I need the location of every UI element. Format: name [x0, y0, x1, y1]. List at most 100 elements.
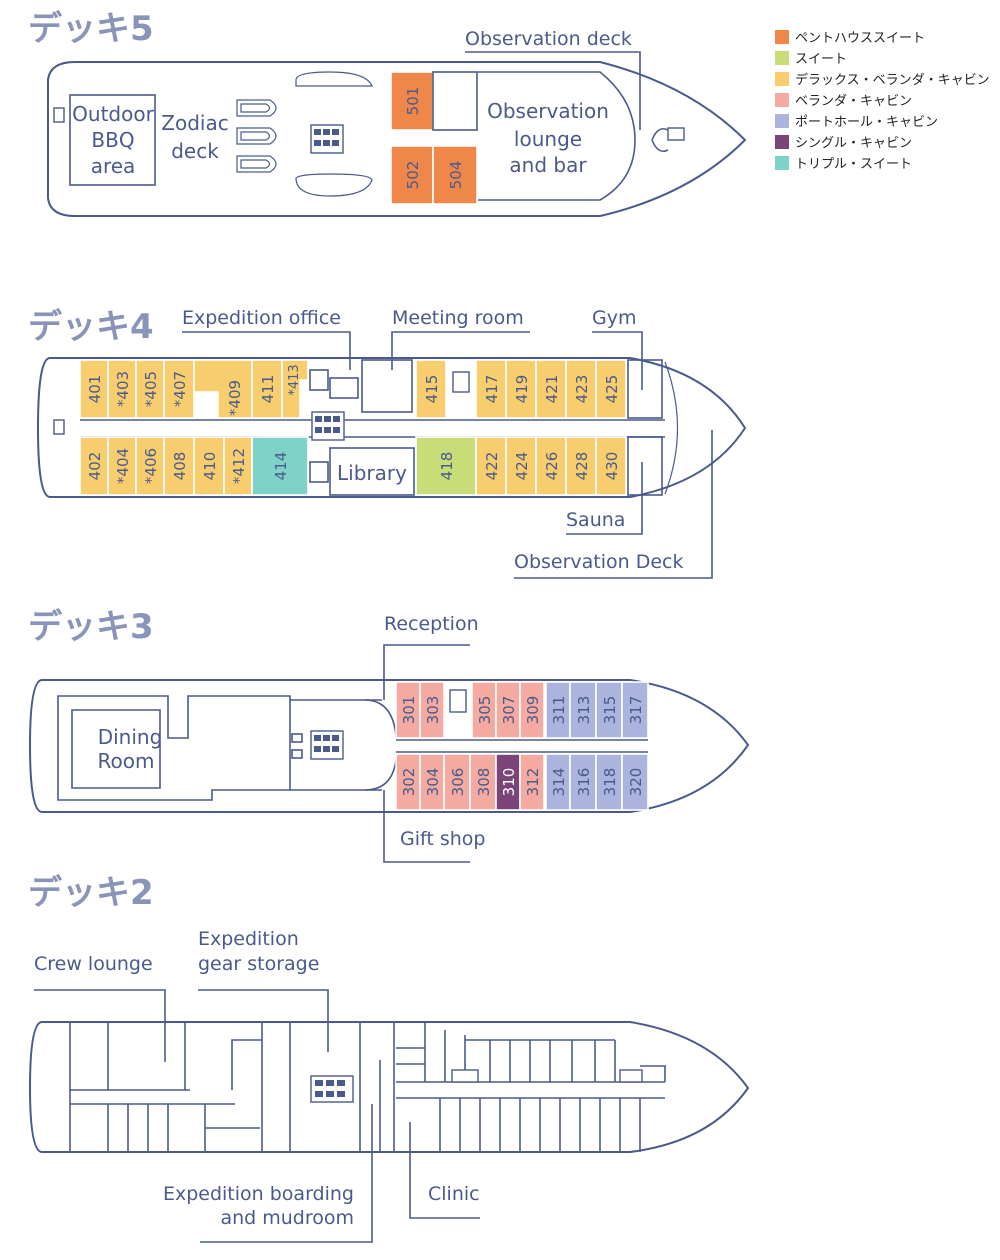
deck-4-bottom-right-cabins: 418 422 424 426 428 430	[415, 436, 663, 496]
legend-label-single: シングル・キャビン	[795, 136, 912, 151]
cabin-315-label: 315	[601, 696, 619, 725]
cabin-303[interactable]	[419, 681, 445, 739]
dining-label-1: Dining	[98, 725, 163, 749]
cabin-411[interactable]	[251, 359, 283, 419]
cabin-308[interactable]	[469, 753, 497, 811]
cabin-309-label: 309	[524, 696, 542, 725]
deck-2: デッキ2	[28, 873, 750, 1243]
deck-5-hull	[47, 61, 747, 217]
cabin-411-label: 411	[259, 375, 277, 404]
gym-pointer	[592, 331, 643, 390]
cabin-426[interactable]	[535, 436, 567, 496]
cabin-406-label: *406	[142, 448, 160, 484]
cabin-422[interactable]	[475, 436, 507, 496]
cabin-418-label: 418	[438, 452, 456, 481]
observation-deck-label: Observation deck	[465, 28, 632, 50]
cabin-317[interactable]	[621, 681, 649, 739]
cabin-414[interactable]	[251, 436, 309, 496]
lifeboat	[295, 173, 373, 197]
cabin-404[interactable]	[107, 436, 137, 496]
cabin-320[interactable]	[621, 753, 649, 811]
legend-swatch-single	[775, 135, 789, 149]
cabin-419-label: 419	[513, 375, 531, 404]
legend-label-veranda: ベランダ・キャビン	[795, 94, 912, 109]
cabin-316-label: 316	[575, 768, 593, 797]
reception-pointer	[383, 644, 470, 700]
gear-storage-pointer	[198, 989, 329, 1052]
elevator-block	[310, 730, 344, 760]
cabin-424-label: 424	[513, 452, 531, 481]
observation-deck-pointer	[465, 51, 641, 130]
cabin-309[interactable]	[519, 681, 545, 739]
cabin-504[interactable]	[432, 145, 478, 205]
cabin-318[interactable]	[595, 753, 623, 811]
legend-label-deluxe-veranda: デラックス・ベランダ・キャビン	[795, 72, 990, 88]
cabin-428[interactable]	[565, 436, 597, 496]
sauna-label: Sauna	[566, 509, 625, 531]
cabin-320-label: 320	[627, 768, 645, 797]
legend: ペントハウススイート スイート デラックス・ベランダ・キャビン ベランダ・キャビ…	[775, 30, 990, 172]
observation-deck-4-pointer	[514, 430, 713, 579]
deck-5-title: デッキ5	[28, 9, 154, 49]
cabin-423-label: 423	[573, 375, 591, 404]
cabin-430[interactable]	[595, 436, 627, 496]
cabin-501-label: 501	[404, 87, 422, 116]
cabin-425-label: 425	[603, 375, 621, 404]
meeting-room-pointer	[391, 331, 530, 370]
cabin-407-label: *407	[171, 371, 189, 407]
cabin-301[interactable]	[395, 681, 421, 739]
cabin-301-label: 301	[400, 696, 418, 725]
cabin-408[interactable]	[163, 436, 195, 496]
cabin-425[interactable]	[595, 359, 627, 419]
cabin-318-label: 318	[601, 768, 619, 797]
cabin-302-label: 302	[400, 768, 418, 797]
deck-2-left-rooms	[69, 1022, 395, 1152]
cabin-502[interactable]	[390, 145, 434, 205]
deck-3-top-cabins: 301 303 305 307 309 311 313 315 317	[395, 681, 649, 739]
cabin-401-label: 401	[86, 375, 104, 404]
elevator-icon	[452, 371, 470, 393]
cabin-306-label: 306	[449, 768, 467, 797]
observation-lounge	[478, 71, 636, 201]
cabin-314-label: 314	[550, 768, 568, 797]
cabin-412-label: *412	[230, 448, 248, 484]
boarding-label-1: Expedition boarding	[163, 1183, 354, 1205]
cabin-314[interactable]	[545, 753, 571, 811]
cabin-415[interactable]	[415, 359, 447, 419]
cabin-422-label: 422	[483, 452, 501, 481]
cabin-409-label: *409	[226, 380, 244, 416]
cabin-405-label: *405	[142, 371, 160, 407]
cabin-413-label: *413	[287, 364, 302, 395]
cabin-402[interactable]	[79, 436, 109, 496]
deck-3-bottom-cabins: 302 304 306 308 310 312 314 316 318 320	[395, 753, 649, 811]
sauna-pointer	[566, 462, 643, 535]
cabin-401[interactable]	[79, 359, 109, 419]
deck-4-central-area: Library	[309, 359, 415, 496]
cabin-312-label: 312	[524, 768, 542, 797]
expedition-office-label: Expedition office	[182, 307, 341, 329]
cabin-304-label: 304	[424, 768, 442, 797]
cabin-418[interactable]	[415, 436, 477, 496]
bbq-label-2: BBQ	[91, 128, 134, 152]
legend-label-triple: トリプル・スイート	[795, 157, 912, 172]
obs-lounge-label-1: Observation	[487, 99, 609, 123]
deck-4-top-right-cabins: 415 417 419 421 423 425	[415, 359, 663, 419]
cabin-403-label: *403	[114, 371, 132, 407]
lifeboat	[295, 71, 373, 87]
library	[329, 447, 415, 496]
cabin-428-label: 428	[573, 452, 591, 481]
deck-4: デッキ4 401 *403 *405 *407 *409 411 *413 40…	[28, 307, 747, 579]
legend-label-suite: スイート	[795, 52, 847, 67]
cabin-413[interactable]	[281, 359, 309, 419]
cabin-424[interactable]	[505, 436, 537, 496]
gear-storage-label-1: Expedition	[198, 928, 299, 950]
cabin-504-label: 504	[447, 161, 465, 190]
bbq-label-1: Outdoor	[72, 102, 154, 126]
cabin-410[interactable]	[193, 436, 225, 496]
cabin-307[interactable]	[495, 681, 521, 739]
cabin-304[interactable]	[419, 753, 445, 811]
cabin-312[interactable]	[519, 753, 545, 811]
cabin-310-label: 310	[500, 768, 518, 797]
cabin-417[interactable]	[475, 359, 507, 419]
